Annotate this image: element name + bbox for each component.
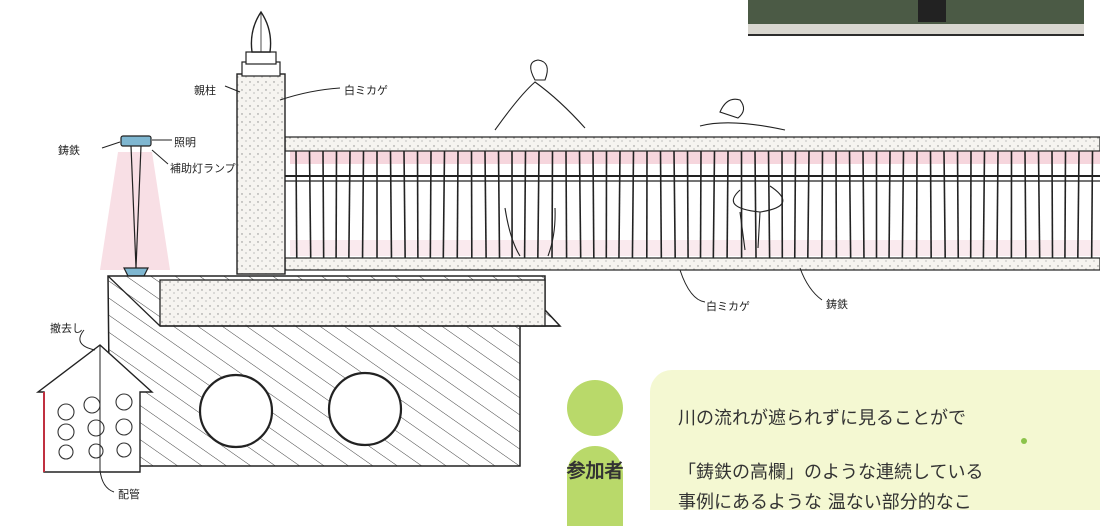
label-pillar: 親柱 xyxy=(194,82,216,98)
label-lamp-light: 照明 xyxy=(174,134,196,150)
railing-baluster xyxy=(391,151,392,258)
railing-baluster xyxy=(822,151,823,258)
railing-baluster xyxy=(1065,151,1066,258)
railing-baluster xyxy=(499,151,500,258)
comment-line-2: 「鋳鉄の高欄」のような連続している xyxy=(678,458,983,484)
label-lamp-frame: 補助灯ランプ xyxy=(170,160,236,176)
badge-head xyxy=(567,380,623,436)
railing-baluster xyxy=(593,151,594,258)
railing-baluster xyxy=(889,151,890,258)
comment-callout: 川の流れが遮られずに見ることがで 「鋳鉄の高欄」のような連続している 事例にある… xyxy=(650,370,1100,510)
railing-baluster xyxy=(661,151,662,258)
railing-baluster xyxy=(688,151,689,258)
railing-baluster xyxy=(619,151,620,258)
railing-baluster xyxy=(525,151,526,258)
comment-line-1: 川の流れが遮られずに見ることがで xyxy=(678,404,966,430)
railing-baluster xyxy=(863,151,864,258)
railing-baluster xyxy=(485,151,486,258)
railing-baluster xyxy=(755,151,756,258)
railing-baluster xyxy=(997,151,998,258)
railing-baluster xyxy=(430,151,431,258)
railing-baluster xyxy=(1025,151,1026,258)
railing-baluster xyxy=(795,151,796,258)
bullet-dot xyxy=(1021,438,1027,444)
railing-baluster xyxy=(457,151,458,258)
railing-baluster xyxy=(1092,151,1093,258)
participant-label: 参加者 xyxy=(553,456,637,483)
comment-line-3: 事例にあるような 温ない部分的なこ xyxy=(678,488,972,514)
railing-baluster xyxy=(632,151,633,258)
participant-badge: 参加者 xyxy=(567,380,623,520)
railing-baluster xyxy=(323,151,324,258)
railing-baluster xyxy=(983,151,984,258)
railing-baluster xyxy=(1052,151,1053,258)
railing-baluster xyxy=(958,151,959,258)
railing-baluster xyxy=(363,151,364,258)
label-cast-iron-railing: 鋳鉄 xyxy=(826,296,848,312)
label-remove: 撤去し xyxy=(50,320,83,336)
label-pipe: 配管 xyxy=(118,486,140,502)
railing-baluster xyxy=(931,151,932,258)
label-cast-iron-lamp: 鋳鉄 xyxy=(58,142,80,158)
railing-baluster xyxy=(769,151,770,258)
label-white-granite-top: 白ミカゲ xyxy=(344,82,388,98)
label-white-granite-base: 白ミカゲ xyxy=(706,298,750,314)
railing-baluster xyxy=(566,151,567,258)
railing-baluster xyxy=(296,151,297,258)
railing-baluster xyxy=(727,151,728,258)
